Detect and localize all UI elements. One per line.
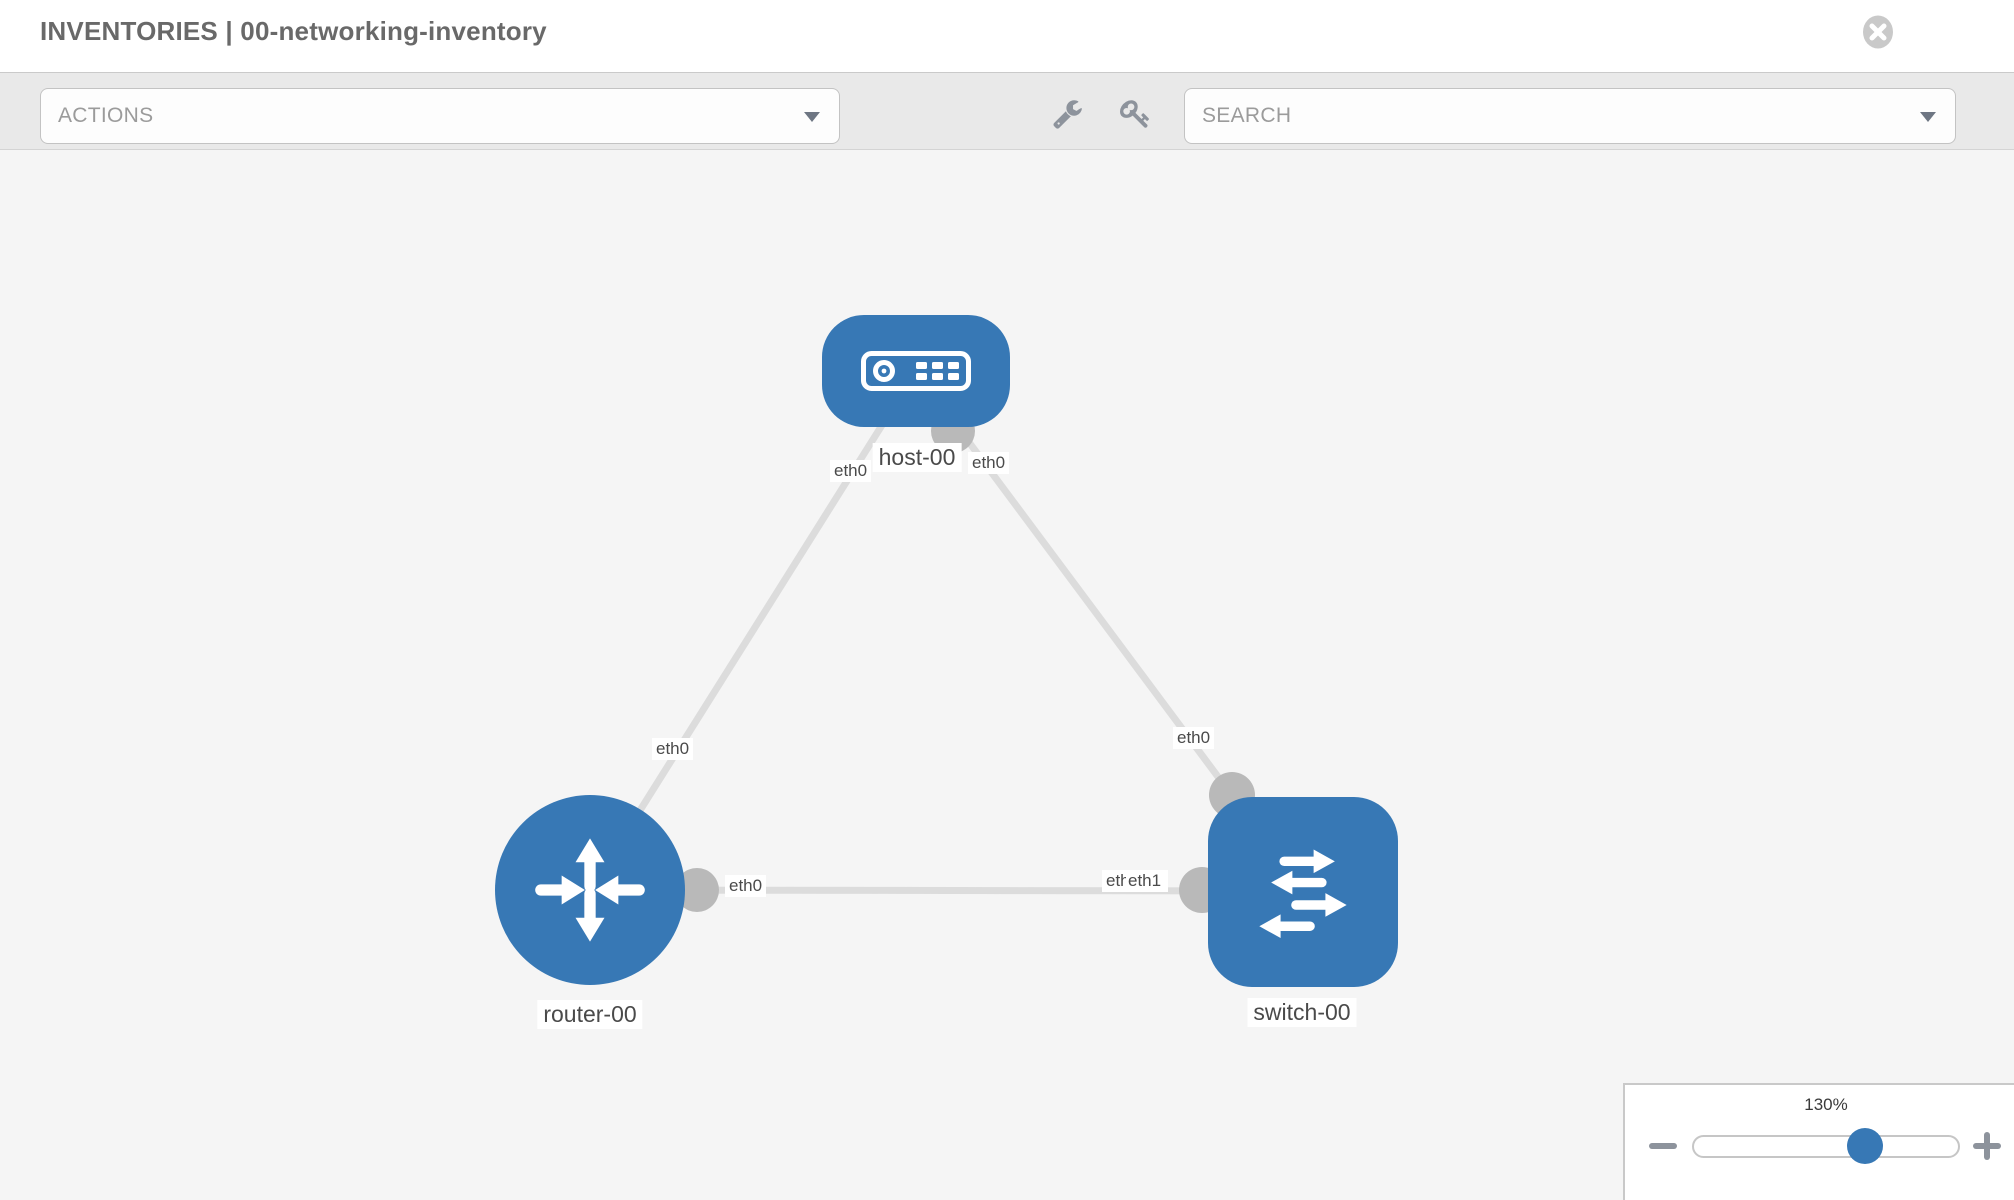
port-router-right [675,868,719,912]
minus-icon [1649,1143,1677,1149]
chevron-down-icon [804,112,820,122]
node-label-host: host-00 [872,443,962,472]
search-dropdown[interactable]: SEARCH [1184,88,1956,144]
wrench-icon [1052,99,1082,129]
node-label-router: router-00 [537,1000,643,1029]
zoom-slider-thumb[interactable] [1847,1128,1883,1164]
zoom-slider[interactable] [1692,1135,1960,1158]
topology-links-layer [587,368,1306,913]
header-bar: INVENTORIES | 00-networking-inventory [0,0,2014,72]
key-icon [1119,99,1149,128]
actions-placeholder: ACTIONS [58,104,154,127]
if-label-router-to-host: eth0 [652,738,694,760]
link-host-router[interactable] [587,369,919,892]
switch-icon [1259,849,1347,939]
configure-button[interactable] [1049,95,1085,131]
page-title: INVENTORIES | 00-networking-inventory [40,16,547,46]
actions-dropdown[interactable]: ACTIONS [40,88,840,144]
node-host-00[interactable] [822,315,1010,427]
zoom-level-value: 130% [1804,1095,1848,1114]
node-router-00[interactable] [495,795,685,985]
credentials-button[interactable] [1117,95,1153,131]
router-icon [535,838,645,942]
times-circle-icon [1863,15,1893,49]
host-device-icon [861,351,971,391]
zoom-widget: 130% [1623,1083,2014,1200]
if-label-switch-to-router: eth1 [1126,871,1166,891]
if-label-router-to-switch: eth0 [725,875,767,897]
if-label-switch-to-router-overlap: eth1 eth1 [1102,870,1168,892]
if-label-host-to-router: eth0 [830,460,872,482]
zoom-out-button[interactable] [1648,1131,1678,1161]
chevron-down-icon [1920,112,1936,122]
node-switch-00[interactable] [1208,797,1398,987]
zoom-in-button[interactable] [1972,1131,2002,1161]
if-label-switch-to-host: eth0 [1173,727,1215,749]
if-label-host-to-switch: eth0 [968,452,1010,474]
close-button[interactable] [1860,15,1896,51]
toolbar: ACTIONS SEARCH [0,72,2014,150]
topology-canvas[interactable]: host-00 router-00 switch-00 eth0 eth0 et… [0,150,2014,1200]
search-placeholder: SEARCH [1202,104,1292,127]
plus-icon [1984,1132,1990,1160]
node-label-switch: switch-00 [1247,998,1357,1027]
